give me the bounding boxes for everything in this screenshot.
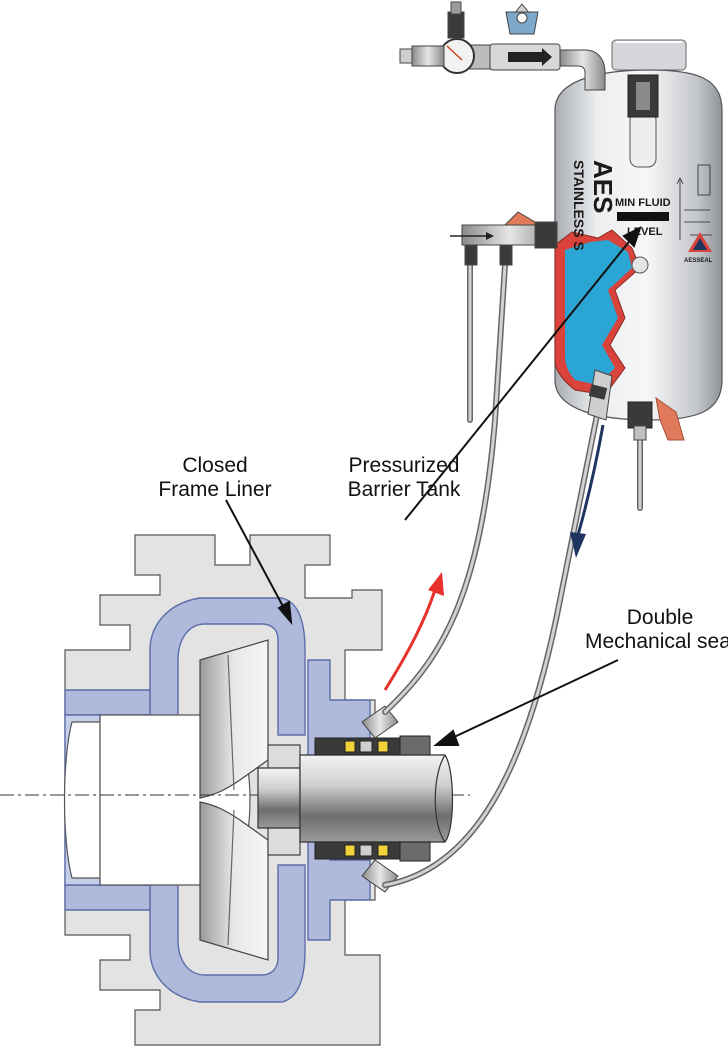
suction-bore (63, 721, 101, 879)
double-mechanical-seal-label-line1: Double (626, 606, 694, 629)
pressurized-barrier-tank-label-line1: Pressurized (348, 454, 460, 477)
pressurized-barrier-tank-label-line2: Barrier Tank (347, 478, 461, 501)
callout-leaders (225, 226, 642, 746)
sight-plug (631, 256, 649, 274)
closed-frame-liner-label: Closed Frame Liner (150, 454, 280, 502)
level-schematic-decal (676, 164, 712, 240)
barrier-fluid-tubing (382, 257, 643, 888)
double-mechanical-seal-label-line2: Mechanical seal (585, 630, 728, 653)
pressurized-barrier-tank-label: Pressurized Barrier Tank (330, 454, 478, 502)
pump-shaft (257, 754, 454, 843)
level-window (617, 212, 669, 221)
logo-brand-text: AESSEAL (684, 258, 713, 264)
double-mechanical-seal (314, 735, 431, 862)
tank-brand-text: AES (588, 160, 618, 213)
min-fluid-text: MIN FLUID (615, 197, 671, 209)
return-flow-arrow (570, 424, 605, 558)
tank-material-text: STAINLESS S (571, 160, 587, 251)
aesseal-logo: AESSEAL (684, 232, 713, 264)
pressure-regulator-assembly (399, 1, 606, 91)
closed-frame-liner-label-line1: Closed (182, 454, 248, 477)
barrier-tank: AES STAINLESS S MIN FLUID LEVEL AESSEAL (554, 39, 723, 441)
tank-inlet-fitting (450, 211, 558, 266)
double-mechanical-seal-label: Double Mechanical seal (585, 606, 728, 654)
closed-frame-liner-label-line2: Frame Liner (158, 478, 272, 501)
outlet-flow-arrow (383, 572, 444, 691)
